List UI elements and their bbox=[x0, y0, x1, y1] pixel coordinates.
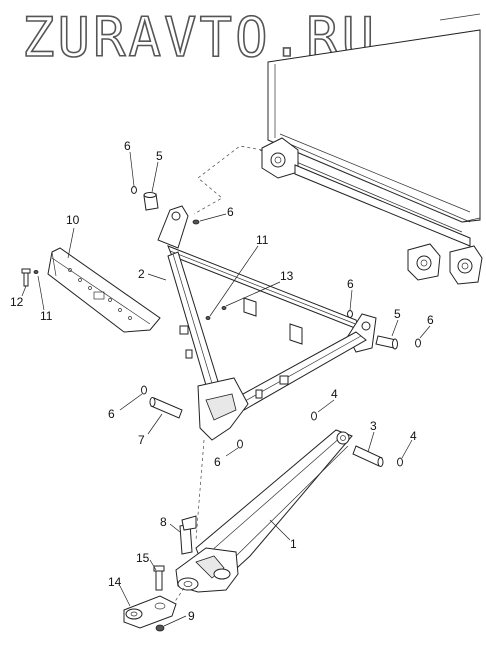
bolt-part-12 bbox=[21, 268, 31, 287]
hitch-plate-part-14 bbox=[123, 595, 177, 629]
callout-6: 6 bbox=[227, 205, 234, 219]
machine-body bbox=[259, 13, 483, 285]
callout-14: 14 bbox=[108, 575, 122, 589]
washer-rings bbox=[33, 186, 421, 467]
pin-part-7 bbox=[149, 397, 183, 419]
callout-6: 6 bbox=[347, 277, 354, 291]
callout-11: 11 bbox=[256, 233, 269, 247]
callout-15: 15 bbox=[136, 551, 150, 565]
pin-part-5-upper bbox=[143, 192, 159, 211]
callout-labels: 6 5 6 10 2 11 13 12 11 6 5 6 6 4 7 3 4 6… bbox=[10, 139, 434, 623]
alignment-line-mid bbox=[195, 439, 205, 541]
callout-6: 6 bbox=[214, 455, 221, 469]
callout-4: 4 bbox=[410, 429, 417, 443]
callout-11: 11 bbox=[40, 309, 53, 323]
pin-part-3 bbox=[352, 445, 384, 467]
mounting-plate-part-10 bbox=[47, 247, 161, 333]
callout-2: 2 bbox=[138, 267, 145, 281]
callout-5: 5 bbox=[156, 149, 163, 163]
callout-6: 6 bbox=[427, 313, 434, 327]
callout-4: 4 bbox=[331, 387, 338, 401]
callout-3: 3 bbox=[370, 419, 377, 433]
nut-part-9 bbox=[155, 624, 165, 632]
a-frame-part-2 bbox=[157, 205, 377, 441]
leader-lines bbox=[21, 151, 431, 627]
callout-13: 13 bbox=[280, 269, 294, 283]
callout-1: 1 bbox=[290, 537, 297, 551]
pin-part-5-right bbox=[375, 335, 398, 350]
callout-9: 9 bbox=[188, 609, 195, 623]
callout-7: 7 bbox=[138, 433, 145, 447]
callout-6: 6 bbox=[108, 407, 115, 421]
callout-10: 10 bbox=[66, 213, 80, 227]
callout-5: 5 bbox=[394, 307, 401, 321]
pin-part-8 bbox=[179, 515, 197, 555]
callout-8: 8 bbox=[160, 515, 167, 529]
callout-12: 12 bbox=[10, 295, 24, 309]
drawbar-part-1 bbox=[175, 429, 353, 593]
watermark-text: ZURAVTO.RU bbox=[22, 6, 377, 69]
alignment-line-top bbox=[193, 145, 263, 215]
callout-6: 6 bbox=[124, 139, 131, 153]
bolt-part-15 bbox=[153, 565, 165, 591]
